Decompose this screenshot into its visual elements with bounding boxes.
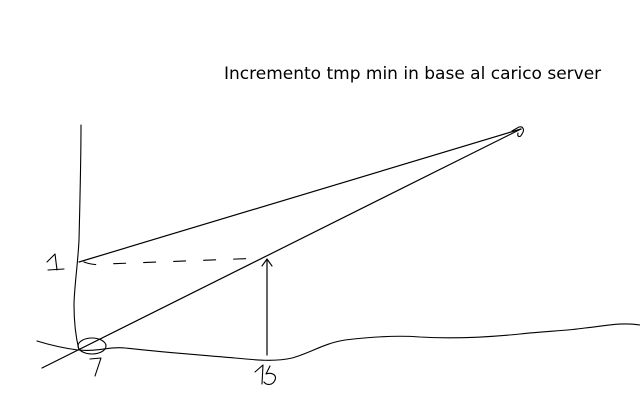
x-mark-glyph [254, 364, 276, 385]
dashed-projection-line [83, 257, 264, 266]
endpoint-arrowhead [511, 126, 524, 138]
origin-mark-glyph [89, 357, 102, 377]
diagram-title: Incremento tmp min in base al carico ser… [224, 64, 601, 84]
vertical-arrowhead [261, 258, 273, 267]
y-mark-glyph [46, 253, 65, 271]
y-axis [73, 124, 82, 351]
upper-line [78, 128, 522, 263]
origin-circle [77, 337, 107, 355]
diagonal-line [41, 128, 522, 369]
x-axis [36, 323, 640, 361]
